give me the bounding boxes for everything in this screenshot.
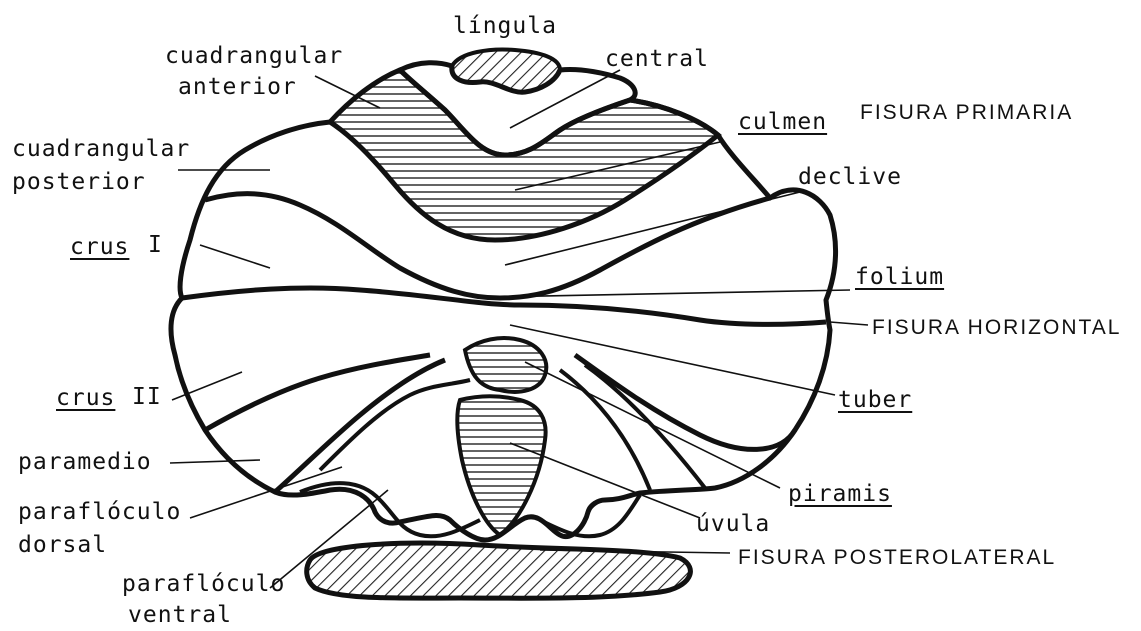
fissure-inner-left — [275, 360, 445, 492]
label-fisura-posterolateral: FISURA POSTEROLATERAL — [738, 545, 1056, 570]
label-uvula: úvula — [696, 512, 770, 537]
fissure-inner-left2 — [320, 380, 470, 470]
label-cuadrangular-posterior-1: cuadrangular — [12, 137, 190, 162]
label-cuadrangular-posterior-2: posterior — [12, 170, 146, 195]
fissure-right-2 — [560, 370, 650, 490]
label-piramis: piramis — [788, 482, 892, 507]
vermis-lobe — [465, 338, 546, 392]
label-crus1-word: crus — [70, 235, 129, 260]
label-crus1-num: I — [148, 233, 163, 258]
label-cuadrangular-anterior-1: cuadrangular — [165, 44, 343, 69]
leader-paramedio — [170, 460, 260, 463]
fissure-horizontal — [182, 288, 826, 324]
label-culmen: culmen — [738, 110, 827, 135]
leader-crus1 — [200, 245, 270, 268]
label-lingula: língula — [453, 14, 557, 39]
label-paraflocculo-ventral-2: ventral — [128, 603, 232, 628]
label-crus2-word: crus — [56, 386, 115, 411]
label-cuadrangular-anterior-2: anterior — [178, 75, 297, 100]
label-declive: declive — [798, 165, 902, 190]
label-paraflocculo-dorsal-2: dorsal — [18, 533, 107, 558]
label-central: central — [605, 47, 709, 72]
label-paraflocculo-ventral-1: paraflóculo — [122, 572, 285, 597]
leader-piramis — [525, 362, 780, 488]
label-tuber: tuber — [838, 388, 912, 413]
uvula-lobe — [457, 396, 545, 535]
leader-tuber — [510, 325, 835, 395]
label-fisura-horizontal: FISURA HORIZONTAL — [872, 315, 1121, 340]
leader-fisura-horizontal — [830, 322, 868, 325]
label-paramedio: paramedio — [18, 450, 152, 475]
label-folium: folium — [855, 265, 944, 290]
leader-uvula — [510, 443, 700, 518]
fissure-crus2-paramedio — [205, 355, 430, 430]
label-crus2-num: II — [132, 385, 162, 410]
label-paraflocculo-dorsal-1: paraflóculo — [18, 500, 181, 525]
label-fisura-primaria: FISURA PRIMARIA — [860, 100, 1073, 125]
